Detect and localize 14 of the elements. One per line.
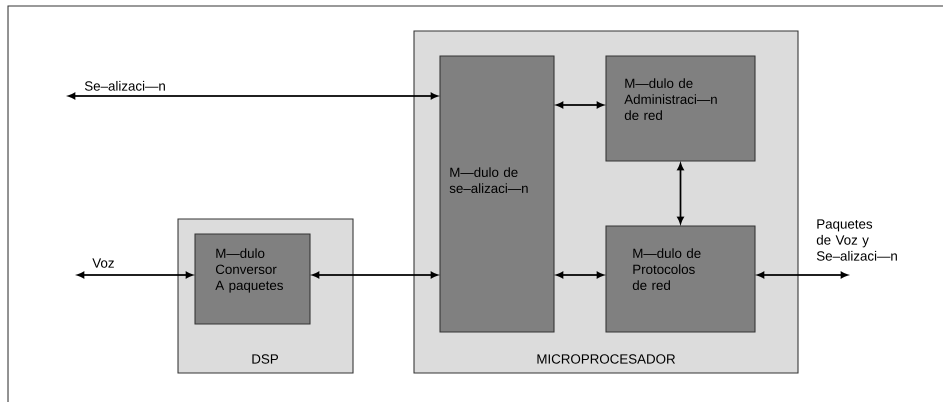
edge-label: Se–alizaci—n [84, 80, 165, 91]
edge-label: Paquetes de Voz y Se–alizaci—n [816, 219, 897, 261]
arrow [556, 102, 604, 108]
module-box: M—dulo de se–alizaci—n [439, 55, 555, 333]
arrow [757, 272, 848, 278]
arrow [77, 272, 193, 278]
edge-label: Voz [92, 258, 114, 268]
arrow [556, 272, 604, 278]
arrow [68, 92, 438, 100]
module-box: M—dulo Conversor A paquetes [194, 233, 311, 325]
module-box: M—dulo de Administraci—n de red [605, 55, 756, 162]
arrow [677, 163, 684, 224]
module-box: M—dulo de Protocolos de red [605, 225, 756, 333]
arrow [312, 272, 438, 278]
